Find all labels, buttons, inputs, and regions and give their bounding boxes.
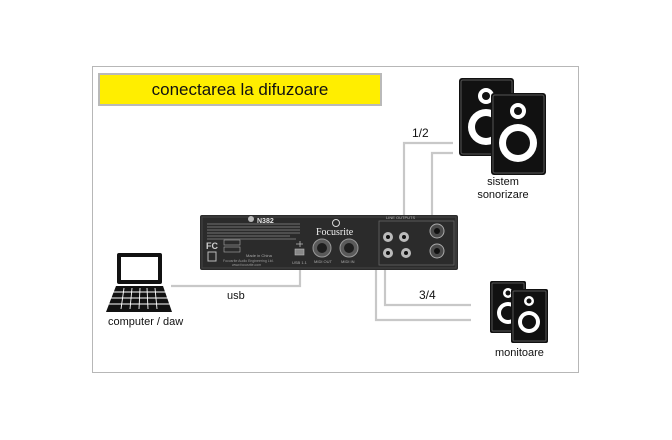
audio-interface: FC [200,215,458,270]
combo-jack-1 [429,223,445,239]
midi-in-label: MIDI IN [341,259,355,264]
speaker-pair-small [490,281,548,343]
monitor-right-icon [511,289,548,343]
usb-port [294,248,305,256]
label-outputs-3-4: 3/4 [419,288,436,302]
midi-in-port [339,238,359,258]
device-brand: Focusrite [316,227,354,238]
weee-icon [207,251,217,262]
cable-output-1 [402,141,453,236]
website-label: www.focusrite.com [232,263,261,267]
usb-symbol-icon [296,241,303,247]
line-outputs-label: LINE OUTPUTS [386,215,415,220]
device-model: N382 [257,218,274,225]
label-outputs-1-2: 1/2 [412,126,429,140]
diagram-title: conectarea la difuzoare [98,73,382,106]
label-usb: usb [227,290,245,302]
label-monitors: monitoare [495,347,544,359]
fc-mark: FC [206,241,218,251]
line-output-3-jack [383,248,393,258]
laptop-icon [106,253,172,312]
usb-port-label: USB 1.1 [292,260,308,265]
label-computer: computer / daw [108,316,184,328]
label-speakers-line1: sistem [487,176,519,188]
line-output-1-jack [399,232,409,242]
brand-logo-icon [332,219,340,227]
midi-out-label: MIDI OUT [314,259,333,264]
line-output-2-jack [401,248,411,258]
speaker-right-icon [491,93,546,175]
company-label: Focusrite Audio Engineering Ltd. [223,259,274,263]
speaker-pair-large [459,78,546,175]
fine-print [207,223,300,240]
line-output-4-jack [383,232,393,242]
line-outputs-section [378,220,455,266]
made-in-label: Made in China [246,253,273,258]
label-speakers-line2: sonorizare [477,189,529,201]
combo-jack-2 [429,243,445,259]
power-logo-icon [248,216,254,222]
cable-output-3 [383,258,471,307]
midi-out-port [312,238,332,258]
